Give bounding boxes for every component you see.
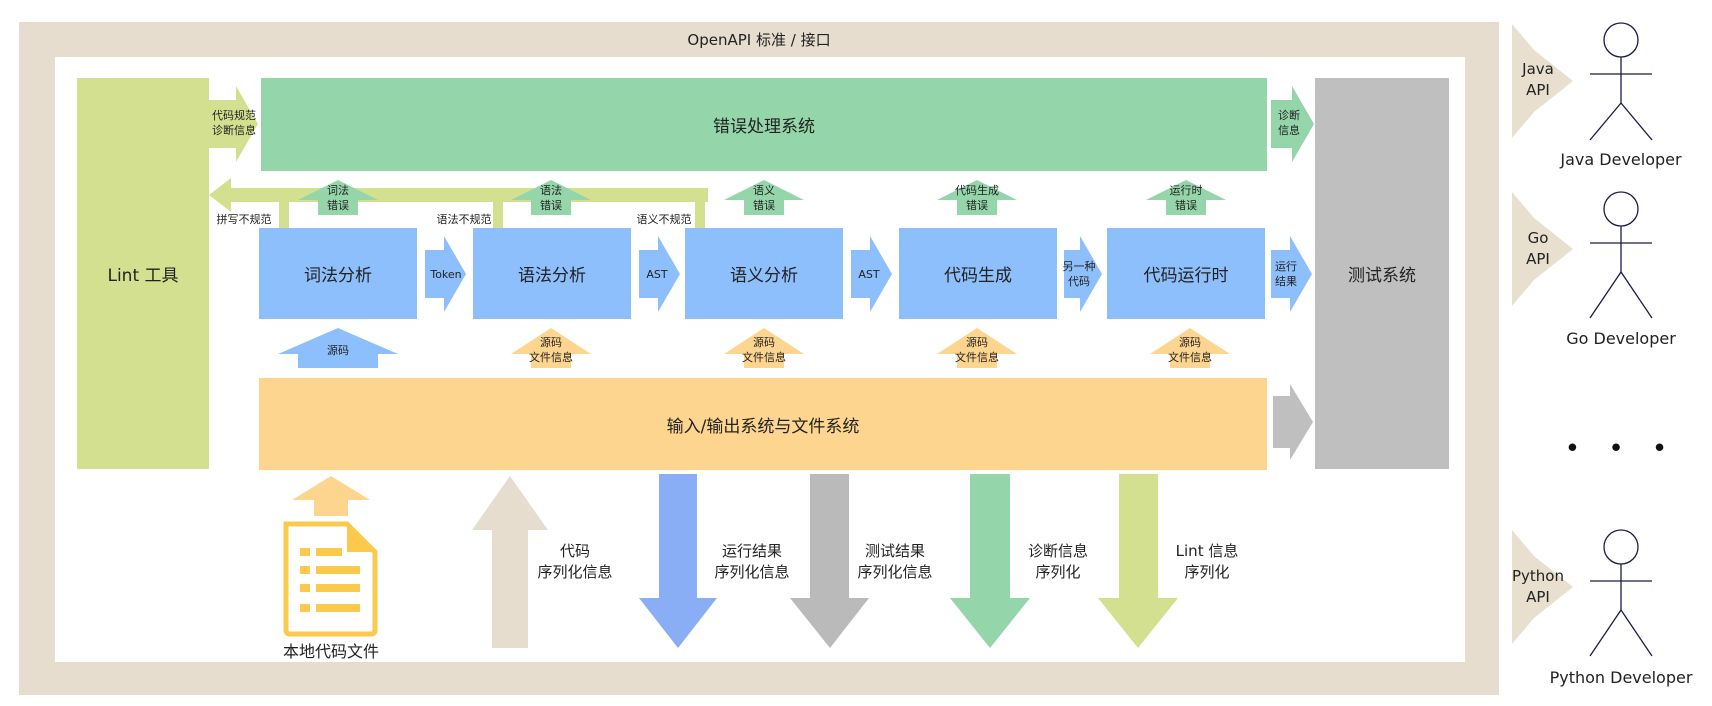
- stage-semantic: 语义分析: [685, 228, 843, 319]
- lint-feedback-label-semantic: 语义不规范: [636, 212, 692, 226]
- serial-run-arrow: [639, 474, 717, 648]
- serial-lint-arrow: [1098, 474, 1178, 648]
- lint-feedback-label-syntax: 语法不规范: [436, 212, 492, 226]
- serial-code-arrow: [472, 476, 548, 648]
- stage-runtime: 代码运行时: [1107, 228, 1265, 319]
- developer-figures: [1589, 22, 1653, 657]
- frame-title: OpenAPI 标准 / 接口: [687, 30, 831, 49]
- input-label-source: 源码: [327, 343, 349, 357]
- python-developer-label: Python Developer: [1549, 667, 1693, 687]
- stage-syntax: 语法分析: [473, 228, 631, 319]
- serial-lint-label: Lint 信息 序列化: [1175, 542, 1239, 581]
- serial-diag-label: 诊断信息 序列化: [1027, 542, 1088, 581]
- error-label-codegen: 代码生成 错误: [955, 184, 999, 212]
- stage-lexical: 词法分析: [259, 228, 417, 319]
- serial-run-label: 运行结果 序列化信息: [714, 542, 790, 581]
- ellipsis: • • •: [1564, 434, 1678, 464]
- python-api-label: Python API: [1512, 567, 1564, 606]
- stage-flow-arrows: [278, 236, 1312, 368]
- error-label-syntax: 语法 错误: [540, 184, 562, 212]
- input-label-syntax: 源码 文件信息: [529, 336, 573, 364]
- test-system-block: 测试系统: [1315, 78, 1449, 469]
- io-system-block: 输入/输出系统与文件系统: [259, 378, 1267, 470]
- lint-to-error-arrow: [209, 86, 258, 162]
- other-code-label: 另一种 代码: [1062, 260, 1096, 288]
- error-to-test-label: 诊断 信息: [1278, 109, 1300, 137]
- ast-label-2: AST: [858, 267, 880, 281]
- java-developer-label: Java Developer: [1560, 149, 1682, 169]
- input-label-semantic: 源码 文件信息: [742, 336, 786, 364]
- io-to-test-arrow: [1273, 384, 1313, 460]
- file-info-up-arrows: [292, 328, 1230, 516]
- serial-diag-arrow: [950, 474, 1030, 648]
- serial-code-label: 代码 序列化信息: [537, 542, 613, 581]
- lint-to-error-label: 代码规范 诊断信息: [212, 109, 256, 137]
- stage-codegen: 代码生成: [899, 228, 1057, 319]
- lint-feedback-label-lexical: 拼写不规范: [216, 212, 272, 226]
- input-label-runtime: 源码 文件信息: [1168, 336, 1212, 364]
- input-label-codegen: 源码 文件信息: [955, 336, 999, 364]
- run-result-label: 运行 结果: [1275, 260, 1297, 288]
- lint-tool-block: Lint 工具: [77, 78, 209, 469]
- error-label-lexical: 词法 错误: [327, 184, 349, 212]
- ast-label-1: AST: [646, 267, 668, 281]
- local-file-label: 本地代码文件: [282, 642, 379, 661]
- go-api-label: Go API: [1526, 229, 1550, 268]
- error-system-block: 错误处理系统: [261, 78, 1267, 171]
- error-to-test-arrow: [1271, 86, 1314, 162]
- error-label-semantic: 语义 错误: [753, 184, 775, 212]
- token-label: Token: [430, 267, 462, 281]
- error-label-runtime: 运行时 错误: [1169, 184, 1203, 212]
- serial-test-arrow: [790, 474, 869, 648]
- java-api-label: Java API: [1522, 60, 1554, 99]
- serial-test-label: 测试结果 序列化信息: [857, 542, 933, 581]
- api-arrows: [1512, 24, 1573, 644]
- error-up-arrows: [298, 180, 1226, 215]
- document-icon: [283, 521, 378, 637]
- go-developer-label: Go Developer: [1566, 328, 1676, 348]
